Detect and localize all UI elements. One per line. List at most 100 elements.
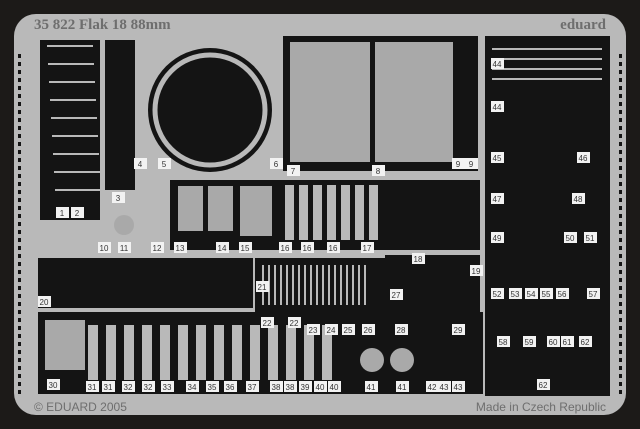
part-number-bg bbox=[438, 381, 451, 392]
part-number-label: 37 bbox=[248, 383, 257, 392]
part-number-bg bbox=[71, 207, 84, 218]
part-number-label: 54 bbox=[527, 290, 536, 299]
rung-part bbox=[304, 265, 306, 305]
strip-part bbox=[313, 185, 322, 240]
part-number-label: 19 bbox=[472, 267, 481, 276]
part-number-label: 2 bbox=[75, 209, 80, 218]
part-number-bg bbox=[412, 253, 425, 264]
strip-part bbox=[322, 325, 332, 380]
strip-part bbox=[196, 325, 206, 380]
edge-hole bbox=[18, 310, 21, 314]
part-number-label: 52 bbox=[493, 290, 502, 299]
fret-title: 35 822 Flak 18 88mm bbox=[34, 17, 171, 33]
part-number-label: 22 bbox=[290, 319, 299, 328]
edge-hole bbox=[18, 102, 21, 106]
edge-hole bbox=[619, 110, 622, 114]
part-number-bg bbox=[122, 381, 135, 392]
strip-part bbox=[286, 325, 296, 380]
part-number-bg bbox=[186, 381, 199, 392]
edge-hole bbox=[18, 318, 21, 322]
part-number-bg bbox=[577, 152, 590, 163]
part-number-label: 28 bbox=[397, 326, 406, 335]
part-number-bg bbox=[556, 288, 569, 299]
part-number-bg bbox=[314, 381, 327, 392]
edge-hole bbox=[619, 134, 622, 138]
edge-hole bbox=[18, 214, 21, 218]
part-number-bg bbox=[327, 242, 340, 253]
part-number-label: 57 bbox=[589, 290, 598, 299]
edge-hole bbox=[18, 94, 21, 98]
edge-hole bbox=[18, 246, 21, 250]
part-number-bg bbox=[537, 379, 550, 390]
edge-hole bbox=[18, 150, 21, 154]
part-number-label: 11 bbox=[120, 244, 129, 253]
part-number-label: 17 bbox=[363, 244, 372, 253]
part-number-bg bbox=[509, 288, 522, 299]
part-number-bg bbox=[587, 288, 600, 299]
part-number-label: 56 bbox=[558, 290, 567, 299]
strip-part bbox=[369, 185, 378, 240]
strip-part bbox=[124, 325, 134, 380]
grid-line bbox=[54, 171, 100, 173]
part-number-bg bbox=[279, 242, 292, 253]
rung-part bbox=[340, 265, 342, 305]
part-number-bg bbox=[584, 232, 597, 243]
part-number-bg bbox=[158, 158, 171, 169]
plate-part bbox=[240, 186, 272, 236]
edge-hole bbox=[18, 70, 21, 74]
edge-hole bbox=[18, 134, 21, 138]
part-number-bg bbox=[112, 192, 125, 203]
plate-part bbox=[178, 186, 203, 231]
part-number-bg bbox=[572, 193, 585, 204]
part-number-label: 44 bbox=[493, 103, 502, 112]
edge-hole bbox=[18, 238, 21, 242]
part-number-bg bbox=[328, 381, 341, 392]
rail-part bbox=[492, 78, 602, 80]
part-number-label: 43 bbox=[440, 383, 449, 392]
edge-hole bbox=[18, 342, 21, 346]
part-number-bg bbox=[491, 58, 504, 69]
part-number-label: 5 bbox=[162, 160, 167, 169]
part-number-label: 9 bbox=[469, 160, 474, 169]
edge-hole bbox=[18, 230, 21, 234]
edge-hole bbox=[619, 334, 622, 338]
part-number-label: 58 bbox=[499, 338, 508, 347]
ring-part bbox=[152, 52, 268, 168]
part-number-label: 14 bbox=[218, 244, 227, 253]
part-number-label: 48 bbox=[574, 195, 583, 204]
edge-hole bbox=[18, 126, 21, 130]
part-number-label: 51 bbox=[586, 234, 595, 243]
part-number-label: 61 bbox=[563, 338, 572, 347]
part-number-bg bbox=[361, 242, 374, 253]
part-number-label: 45 bbox=[493, 154, 502, 163]
part-number-label: 26 bbox=[364, 326, 373, 335]
grid-line bbox=[53, 153, 99, 155]
part-number-label: 50 bbox=[566, 234, 575, 243]
part-number-label: 44 bbox=[493, 60, 502, 69]
part-number-label: 55 bbox=[542, 290, 551, 299]
part-number-label: 36 bbox=[226, 383, 235, 392]
part-number-bg bbox=[118, 242, 131, 253]
rung-part bbox=[280, 265, 282, 305]
edge-hole bbox=[619, 262, 622, 266]
part-number-label: 15 bbox=[241, 244, 250, 253]
edge-hole bbox=[619, 342, 622, 346]
edge-hole bbox=[18, 110, 21, 114]
part-number-label: 20 bbox=[40, 298, 49, 307]
edge-hole bbox=[18, 350, 21, 354]
edge-hole bbox=[18, 86, 21, 90]
part-number-bg bbox=[288, 317, 301, 328]
part-number-label: 35 bbox=[208, 383, 217, 392]
part-number-bg bbox=[270, 381, 283, 392]
rung-part bbox=[322, 265, 324, 305]
part-number-label: 27 bbox=[392, 291, 401, 300]
part-number-label: 23 bbox=[309, 326, 318, 335]
part-number-label: 10 bbox=[100, 244, 109, 253]
part-frame bbox=[40, 40, 100, 220]
part-number-label: 53 bbox=[511, 290, 520, 299]
part-number-bg bbox=[134, 158, 147, 169]
edge-hole bbox=[619, 230, 622, 234]
part-number-bg bbox=[497, 336, 510, 347]
edge-hole bbox=[619, 358, 622, 362]
plate-part bbox=[208, 186, 233, 231]
